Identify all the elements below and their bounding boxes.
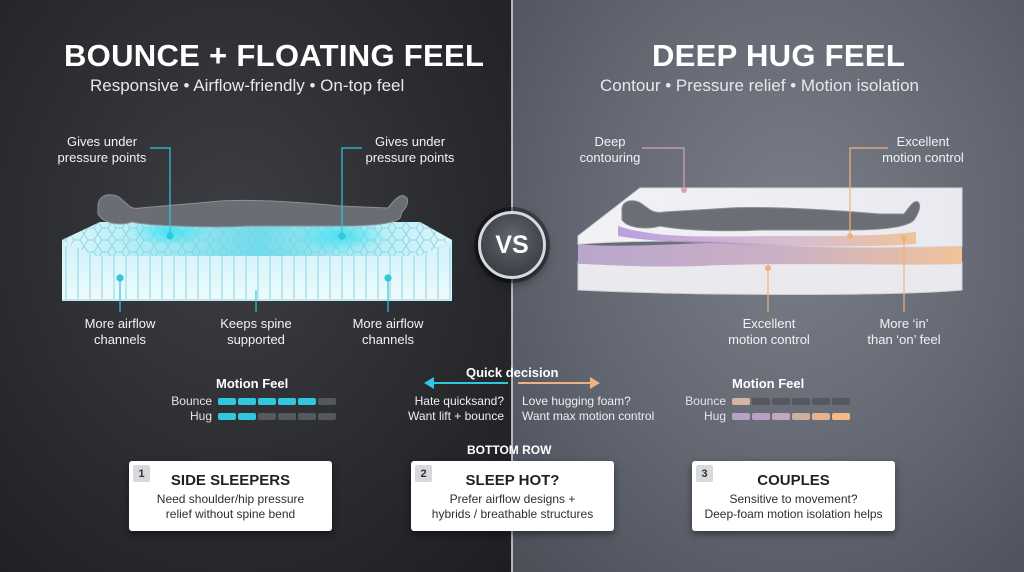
card-number: 1 [133,465,150,482]
left-bounce-bar [218,397,336,405]
meter-segment [812,412,830,420]
right-motion-feel-title: Motion Feel [732,376,805,391]
meter-segment [772,412,790,420]
left-bounce-label: Bounce [171,394,212,408]
card-side-sleepers: 1 SIDE SLEEPERS Need shoulder/hip pressu… [129,461,332,531]
sleeper-figure-left [97,194,409,228]
honeycomb-mattress [62,218,452,301]
card-sleep-hot: 2 SLEEP HOT? Prefer airflow designs +hyb… [411,461,614,531]
left-leader-lines [116,147,392,312]
meter-segment [238,412,256,420]
right-bounce-row: Bounce [676,394,850,408]
bottom-row-title: BOTTOM ROW [467,443,552,457]
card-couples: 3 COUPLES Sensitive to movement?Deep-foa… [692,461,895,531]
quick-decision-left-text: Hate quicksand?Want lift + bounce [408,394,504,423]
left-subtitle: Responsive • Airflow-friendly • On-top f… [90,76,405,95]
meter-segment [278,397,296,405]
meter-segment [258,397,276,405]
meter-segment [298,397,316,405]
meter-segment [772,397,790,405]
card-title: SLEEP HOT? [465,472,560,489]
meter-segment [792,412,810,420]
card-title: COUPLES [757,472,830,489]
card-title: SIDE SLEEPERS [170,472,291,489]
meter-segment [218,412,236,420]
meter-segment [832,397,850,405]
meter-segment [732,397,750,405]
right-bounce-bar [732,397,850,405]
meter-segment [258,412,276,420]
right-subtitle: Contour • Pressure relief • Motion isola… [600,76,919,95]
meter-segment [752,412,770,420]
card-desc: Sensitive to movement?Deep-foam motion i… [704,492,883,521]
right-title: DEEP HUG FEEL [652,38,906,73]
left-motion-feel-title: Motion Feel [216,376,289,391]
card-desc: Prefer airflow designs +hybrids / breath… [431,492,594,521]
right-hug-label: Hug [703,409,726,423]
meter-segment [318,412,336,420]
meter-segment [238,397,256,405]
meter-segment [278,412,296,420]
meter-segment [812,397,830,405]
sleeper-figure-right [621,200,921,232]
vs-badge: VS [478,211,546,279]
center-divider [511,0,513,572]
right-hug-row: Hug [676,409,850,423]
right-leader-lines [642,147,907,312]
quick-decision-title: Quick decision [466,365,559,380]
quick-decision-arrows [424,377,600,389]
right-label-in-feel: More ‘in’than ‘on’ feel [867,316,941,347]
left-hug-bar [218,412,336,420]
quick-decision-right-text: Love hugging foam?Want max motion contro… [522,394,655,423]
left-title: BOUNCE + FLOATING FEEL [64,38,485,73]
meter-segment [732,412,750,420]
meter-segment [298,412,316,420]
card-number: 3 [696,465,713,482]
meter-segment [218,397,236,405]
meter-segment [832,412,850,420]
left-hug-label: Hug [189,409,212,423]
meter-segment [752,397,770,405]
right-bounce-label: Bounce [685,394,726,408]
meter-segment [792,397,810,405]
meter-segment [318,397,336,405]
card-number: 2 [415,465,432,482]
left-bounce-row: Bounce [162,394,336,408]
right-hug-bar [732,412,850,420]
left-hug-row: Hug [162,409,336,423]
